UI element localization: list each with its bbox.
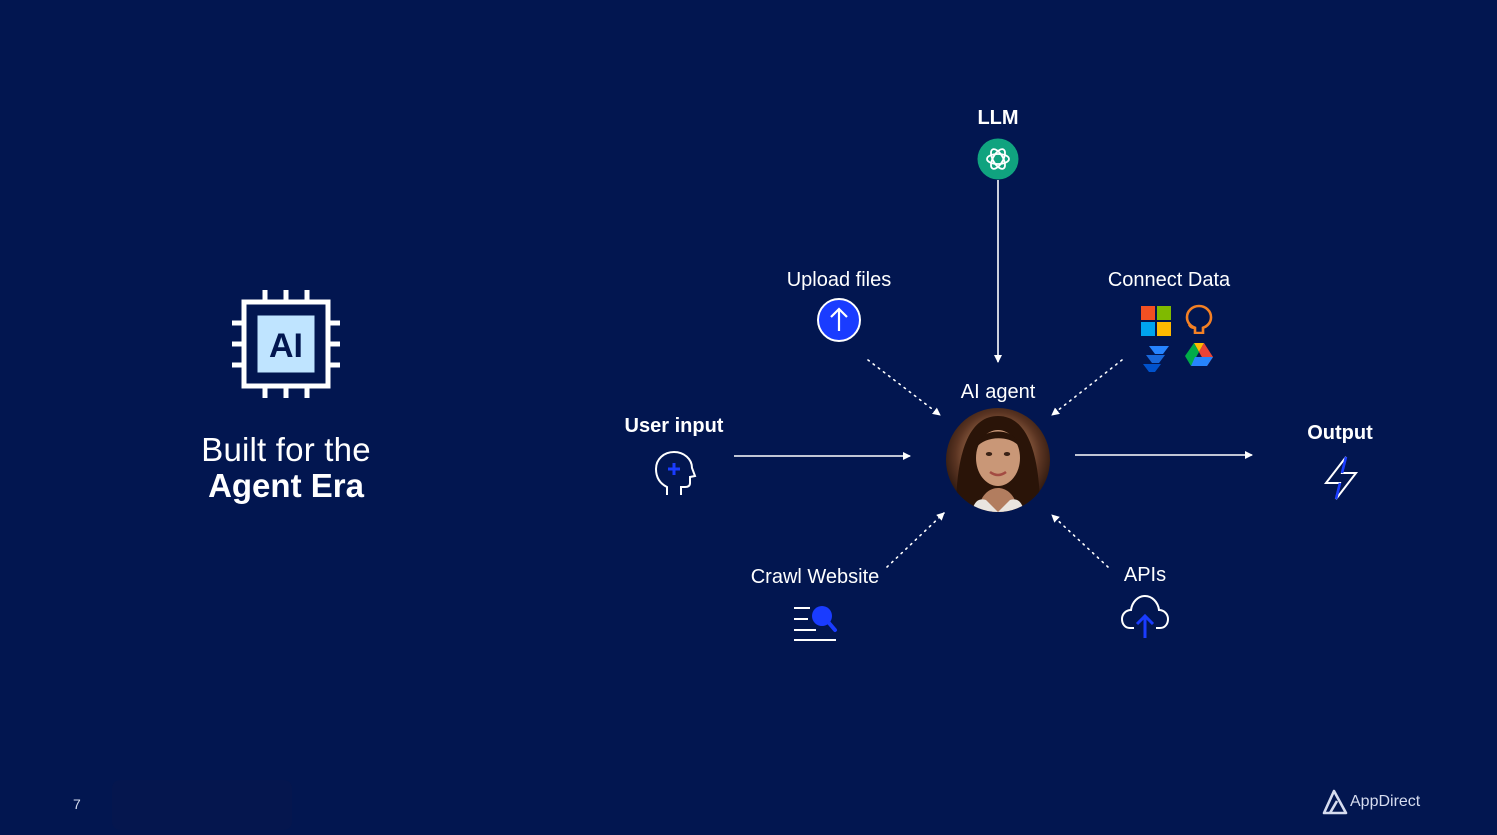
footer-shadow (112, 780, 292, 830)
brand-name: AppDirect (1350, 793, 1421, 810)
openai-icon (977, 138, 1019, 180)
llm-label: LLM (977, 107, 1019, 129)
ai-agent-avatar (946, 408, 1050, 512)
crawl-connector (886, 512, 945, 568)
head-icon (654, 450, 697, 495)
hero-line1: Built for the (201, 431, 371, 468)
ai-chip-icon: AI (232, 290, 340, 398)
apis-connector (1051, 514, 1109, 568)
ai-agent-label: AI agent (960, 381, 1036, 403)
output-label: Output (1307, 422, 1373, 444)
connect-data-connector (1051, 359, 1123, 416)
avatar-face (956, 416, 1040, 512)
microsoft-icon (1141, 306, 1171, 336)
brand-logo: AppDirect (1322, 789, 1420, 815)
apis-label: APIs (1123, 564, 1167, 586)
page-number: 7 (73, 796, 81, 812)
hero-title: Built for the Agent Era (201, 432, 371, 504)
upload-icon (817, 298, 861, 342)
user-input-label: User input (624, 415, 724, 437)
lightning-icon (1323, 456, 1359, 500)
upload-connector (867, 359, 941, 416)
cloud-upload-icon (1120, 594, 1170, 638)
appdirect-logo-icon (1322, 789, 1348, 815)
chip-text: AI (269, 327, 303, 365)
crawl-website-label: Crawl Website (750, 566, 880, 588)
upload-files-label: Upload files (786, 269, 892, 291)
hero-line2: Agent Era (208, 467, 364, 504)
google-drive-icon (1185, 343, 1213, 366)
search-list-icon (794, 606, 837, 641)
connect-data-label: Connect Data (1107, 269, 1231, 291)
github-icon (1185, 304, 1213, 334)
jira-icon (1143, 346, 1169, 372)
